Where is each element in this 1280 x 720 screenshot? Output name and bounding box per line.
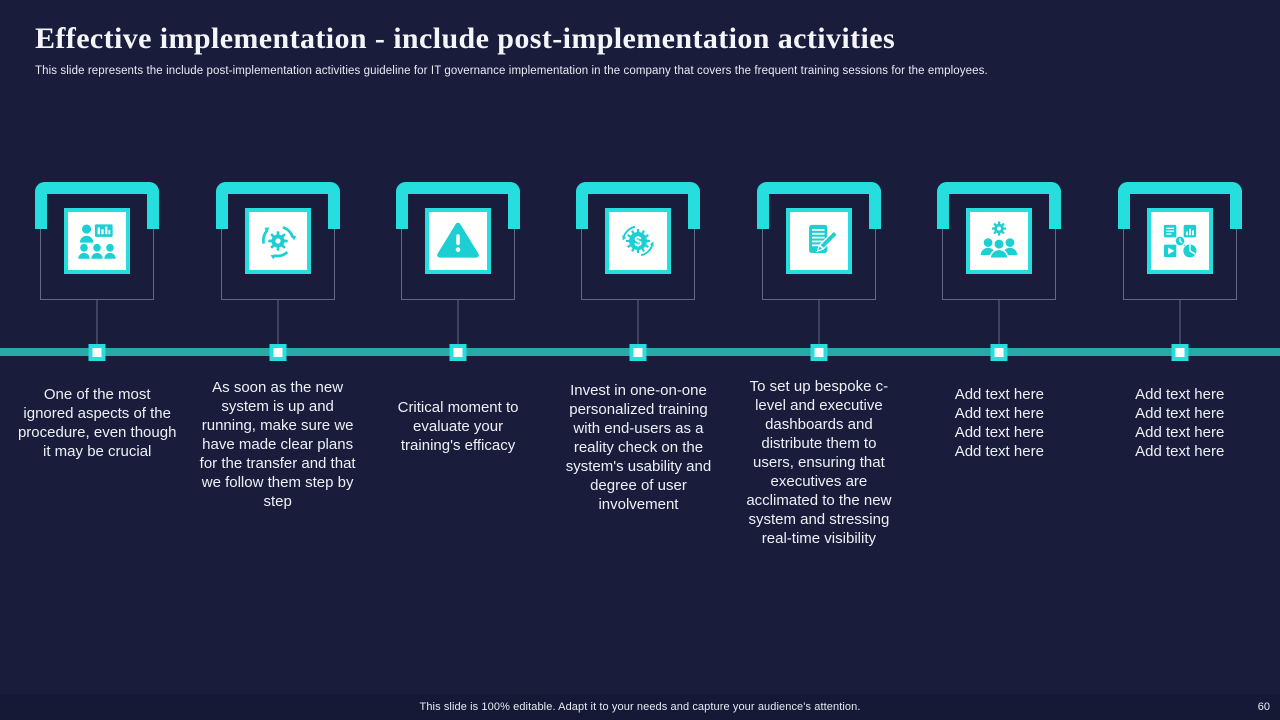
svg-text:$: $ (635, 234, 643, 249)
item-text: Add text here Add text here Add text her… (954, 386, 1044, 460)
item-connector-line (277, 300, 279, 345)
timeline-item: To set up bespoke c-level and executive … (729, 182, 909, 702)
item-bracket-frame (35, 182, 160, 229)
timeline-marker-inner (814, 348, 824, 357)
timeline-marker (990, 344, 1008, 361)
slide-footer: This slide is 100% editable. Adapt it to… (0, 694, 1280, 720)
workflow-elements-icon (1155, 216, 1205, 266)
timeline-marker-inner (453, 348, 463, 357)
item-text: As soon as the new system is up and runn… (199, 379, 356, 510)
item-bracket-frame (756, 182, 881, 229)
dollar-gear-cycle-icon: $ (613, 216, 663, 266)
footer-note: This slide is 100% editable. Adapt it to… (419, 701, 861, 713)
team-gear-icon (974, 216, 1024, 266)
item-bracket-frame (1117, 182, 1242, 229)
item-connector-line (457, 300, 459, 345)
item-connector-line (818, 300, 820, 345)
timeline-item: Add text here Add text here Add text her… (1090, 182, 1270, 702)
timeline-marker (1171, 344, 1189, 361)
timeline-item: Critical moment to evaluate your trainin… (368, 182, 548, 702)
item-icon-box: $ (605, 208, 672, 274)
timeline-marker-inner (633, 348, 643, 357)
item-icon-box (244, 208, 311, 274)
slide-header: Effective implementation - include post-… (35, 22, 1260, 77)
timeline-marker (269, 344, 287, 361)
item-text: To set up bespoke c-level and executive … (746, 378, 892, 547)
timeline-marker-inner (994, 348, 1004, 357)
item-connector-line (637, 300, 639, 345)
item-connector-line (96, 300, 98, 345)
timeline-marker-inner (273, 348, 283, 357)
item-icon-box (785, 208, 852, 274)
page-title: Effective implementation - include post-… (35, 22, 896, 55)
item-icon-box (64, 208, 131, 274)
page-subtitle: This slide represents the include post-i… (35, 65, 988, 77)
item-icon-box (966, 208, 1033, 274)
warning-triangle-icon (433, 216, 483, 266)
page-number: 60 (1257, 701, 1270, 713)
timeline-marker-inner (1175, 348, 1185, 357)
timeline-item: As soon as the new system is up and runn… (187, 182, 367, 702)
item-icon-box (425, 208, 492, 274)
item-bracket-frame (396, 182, 521, 229)
timeline-marker (88, 344, 106, 361)
item-bracket-frame (576, 182, 701, 229)
item-connector-line (1179, 300, 1181, 345)
training-presentation-icon (72, 216, 122, 266)
document-edit-icon (794, 216, 844, 266)
timeline-marker (810, 344, 828, 361)
item-text: One of the most ignored aspects of the p… (17, 386, 177, 460)
process-cycle-gear-icon (253, 216, 303, 266)
timeline-marker-inner (92, 348, 102, 357)
item-text: Invest in one-on-one personalized traini… (565, 382, 712, 513)
timeline-item: $ Invest in one-on-one personalized trai… (548, 182, 728, 702)
timeline-columns: One of the most ignored aspects of the p… (0, 182, 1280, 702)
timeline-marker (629, 344, 647, 361)
item-bracket-frame (937, 182, 1062, 229)
item-icon-box (1146, 208, 1213, 274)
item-bracket-frame (215, 182, 340, 229)
timeline-item: One of the most ignored aspects of the p… (7, 182, 187, 702)
item-connector-line (998, 300, 1000, 345)
timeline-marker (449, 344, 467, 361)
item-text: Critical moment to evaluate your trainin… (397, 399, 519, 454)
timeline-item: Add text here Add text here Add text her… (909, 182, 1089, 702)
item-text: Add text here Add text here Add text her… (1135, 386, 1225, 460)
